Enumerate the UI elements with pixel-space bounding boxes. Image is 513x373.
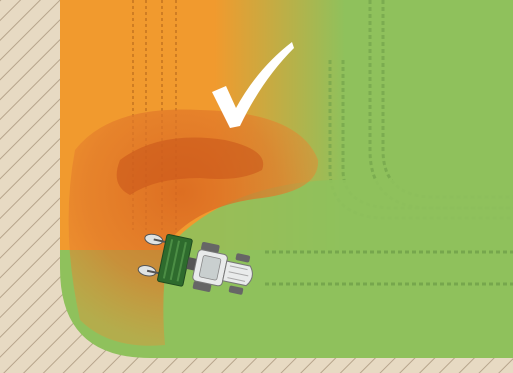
field-illustration (0, 0, 513, 373)
